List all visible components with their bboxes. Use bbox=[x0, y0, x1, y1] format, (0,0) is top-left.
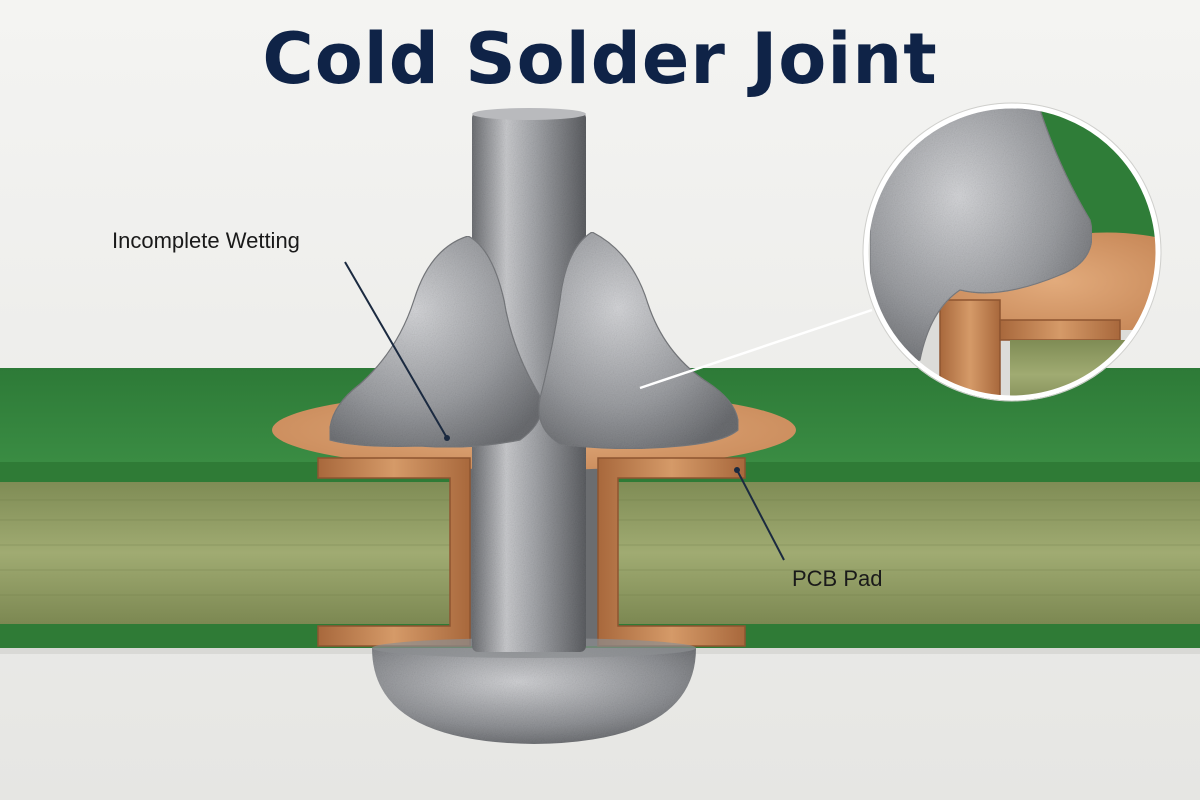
incomplete-wetting-label: Incomplete Wetting bbox=[112, 228, 300, 253]
copper-barrel-left bbox=[317, 457, 471, 647]
diagram-title: Cold Solder Joint bbox=[262, 18, 938, 100]
magnified-inset bbox=[862, 102, 1162, 402]
magnifier-leader bbox=[639, 308, 873, 390]
copper-barrel-right bbox=[597, 457, 746, 647]
callout-line-wetting bbox=[344, 261, 448, 439]
callout-line-pad bbox=[736, 469, 785, 561]
solder-fillet-left bbox=[328, 235, 543, 448]
solder-fillet-right bbox=[538, 231, 739, 450]
pcb-pad-label: PCB Pad bbox=[792, 566, 883, 591]
bottom-solder-fillet bbox=[372, 648, 696, 744]
